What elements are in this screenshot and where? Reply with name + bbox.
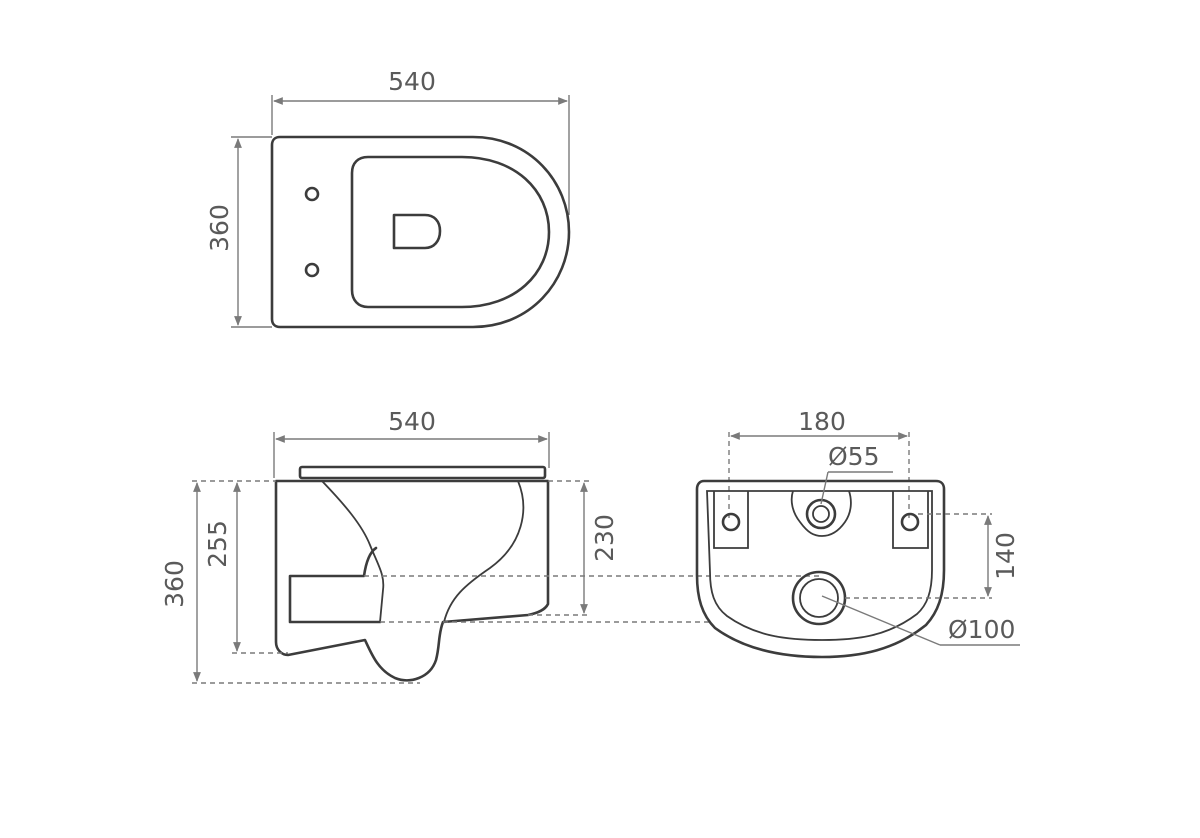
side-height-255-label: 255 [203, 520, 232, 568]
top-seat-opening [350, 155, 551, 309]
side-seat-lid [298, 465, 547, 480]
top-fixing-hole-upper [304, 186, 320, 202]
side-view: 540 360 255 230 [160, 407, 619, 684]
rear-inlet-inner [812, 505, 830, 523]
top-view: 540 360 [205, 67, 571, 329]
rear-outlet-height-dimension: 140 [845, 513, 1020, 599]
projection-lines [364, 575, 820, 623]
rear-inlet-diameter-label: Ø55 [828, 442, 880, 471]
side-height-230-label: 230 [590, 514, 619, 562]
side-width-label: 540 [388, 407, 436, 436]
rear-inlet-outer [805, 498, 837, 530]
top-bowl-outline [270, 135, 571, 329]
rear-fixing-hole-right [900, 512, 920, 532]
top-width-label: 540 [388, 67, 436, 96]
rear-fixing-hole-left [721, 512, 741, 532]
top-flush-outlet [392, 213, 442, 250]
side-height-255-dimension: 255 [203, 482, 288, 654]
side-outlet-pipe [288, 546, 382, 624]
rear-right-lug [892, 491, 929, 549]
side-trap-curve [321, 480, 385, 623]
rear-view: 180 Ø55 Ø100 140 [695, 407, 1020, 659]
side-total-height-dimension: 360 [160, 480, 420, 684]
rear-outlet-height-label: 140 [991, 532, 1020, 580]
rear-inlet-housing [790, 490, 852, 537]
top-depth-dimension: 360 [205, 136, 272, 328]
rear-outer-body [695, 479, 946, 659]
side-total-height-label: 360 [160, 560, 189, 608]
side-width-dimension: 540 [273, 407, 550, 478]
rear-outlet-diameter-label: Ø100 [948, 615, 1015, 644]
side-bowl-body [274, 479, 550, 682]
top-depth-label: 360 [205, 204, 234, 252]
rear-spacing-label: 180 [798, 407, 846, 436]
side-trap-inner [443, 480, 525, 623]
side-height-230-dimension: 230 [528, 480, 619, 616]
rear-left-lug [713, 491, 749, 549]
rear-outlet-inner [799, 578, 839, 618]
rear-inner-recess [706, 490, 933, 641]
rear-spacing-dimension: 180 [728, 407, 910, 522]
top-width-dimension: 540 [271, 67, 570, 215]
top-fixing-hole-lower [304, 262, 320, 278]
